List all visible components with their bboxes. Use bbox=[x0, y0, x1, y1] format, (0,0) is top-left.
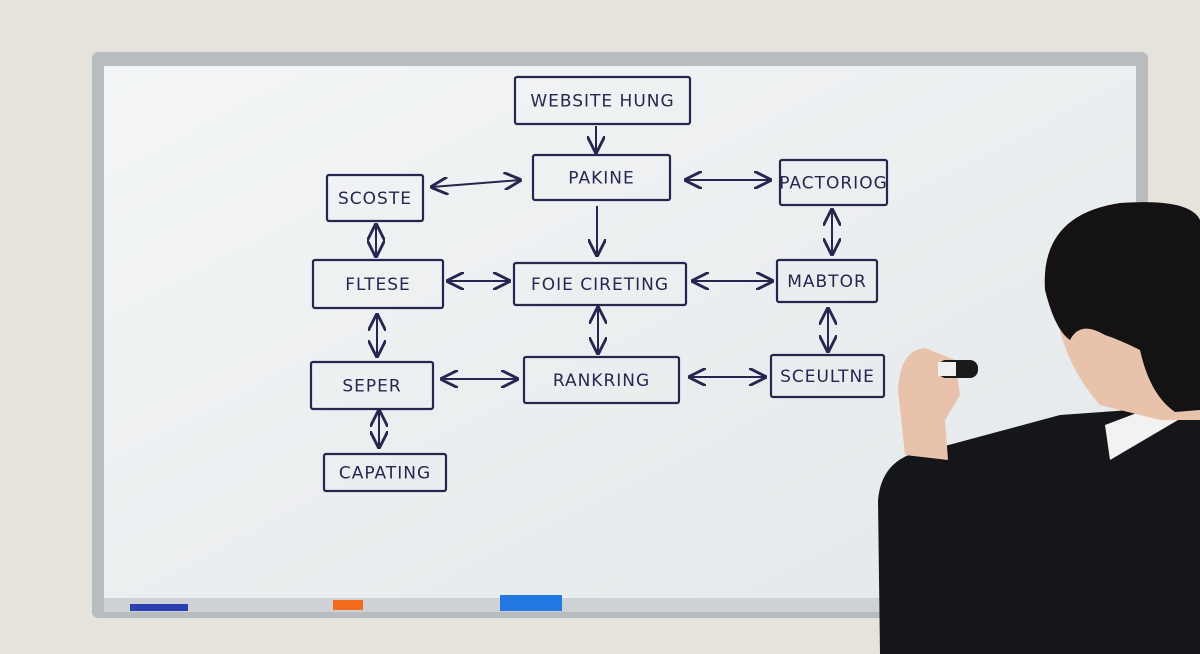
hair bbox=[1044, 202, 1200, 412]
node-box bbox=[775, 258, 879, 304]
node-box bbox=[513, 75, 692, 126]
node-box bbox=[309, 360, 435, 411]
orange-eraser bbox=[333, 600, 363, 610]
node-rankring: RANKRING bbox=[522, 355, 681, 405]
diagram-edges bbox=[376, 126, 832, 447]
node-sceultne: SCEULTNE bbox=[769, 353, 886, 399]
node-label: FOIE CIRETING bbox=[531, 275, 669, 295]
node-box bbox=[531, 153, 672, 202]
node-box bbox=[322, 452, 448, 493]
node-pactoriog: PACTORIOG bbox=[778, 158, 889, 207]
node-seper: SEPER bbox=[309, 360, 435, 411]
node-foie: FOIE CIRETING bbox=[512, 261, 688, 307]
node-label: PAKINE bbox=[568, 169, 634, 189]
person bbox=[878, 202, 1200, 654]
node-label: WEBSITE HUNG bbox=[530, 92, 674, 112]
node-mabtor: MABTOR bbox=[775, 258, 879, 304]
blue-marker bbox=[130, 604, 188, 611]
node-label: FLTESE bbox=[345, 275, 411, 295]
node-capating: CAPATING bbox=[322, 452, 448, 493]
node-website: WEBSITE HUNG bbox=[513, 75, 692, 126]
node-box bbox=[522, 355, 681, 405]
node-label: SCEULTNE bbox=[780, 367, 875, 387]
node-box bbox=[769, 353, 886, 399]
edge-scoste-pakine bbox=[432, 180, 520, 187]
node-label: MABTOR bbox=[787, 272, 867, 292]
node-scoste: SCOSTE bbox=[325, 173, 425, 223]
node-label: CAPATING bbox=[339, 464, 431, 484]
node-fltese: FLTESE bbox=[311, 258, 445, 310]
diagram-nodes: WEBSITE HUNG PAKINE SCOSTE PACTORIOG FLTESE F… bbox=[309, 75, 889, 493]
node-label: PACTORIOG bbox=[779, 174, 888, 194]
node-label: SEPER bbox=[342, 377, 401, 397]
node-box bbox=[778, 158, 889, 207]
node-box bbox=[311, 258, 445, 310]
node-pakine: PAKINE bbox=[531, 153, 672, 202]
suit-jacket bbox=[878, 405, 1200, 654]
shirt-collar bbox=[1105, 408, 1195, 460]
node-box bbox=[512, 261, 688, 307]
marker-label bbox=[938, 362, 956, 376]
node-label: SCOSTE bbox=[338, 189, 412, 209]
node-box bbox=[325, 173, 425, 223]
node-label: RANKRING bbox=[553, 371, 650, 391]
blue-eraser bbox=[500, 595, 562, 611]
